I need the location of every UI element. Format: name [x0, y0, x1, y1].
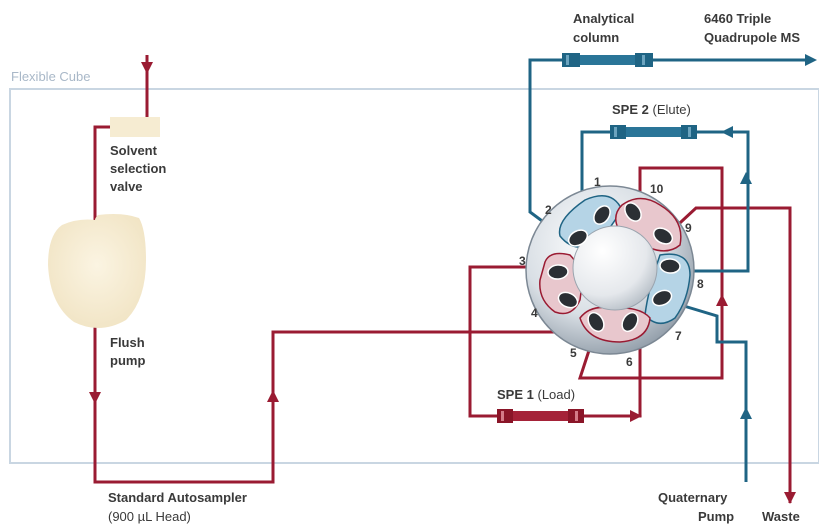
flush-pump-label-2: pump: [110, 353, 145, 368]
port-label-7: 7: [675, 329, 682, 343]
flush-pump[interactable]: [48, 214, 146, 329]
ms-label-1: 6460 Triple: [704, 11, 771, 26]
autosampler-detail: (900 µL Head): [108, 509, 191, 524]
spe2-label: SPE 2 (Elute): [612, 102, 691, 117]
valve-label-2: selection: [110, 161, 166, 176]
waste-label: Waste: [762, 509, 800, 524]
port-label-9: 9: [685, 221, 692, 235]
autosampler-label: Standard Autosampler: [108, 490, 247, 505]
column-label-2: column: [573, 30, 619, 45]
spe1-cartridge[interactable]: [497, 409, 584, 423]
port-label-1: 1: [594, 175, 601, 189]
port-holes: [547, 202, 681, 333]
port-label-3: 3: [519, 254, 526, 268]
port-label-4: 4: [531, 306, 538, 320]
port-label-6: 6: [626, 355, 633, 369]
ms-label-2: Quadrupole MS: [704, 30, 800, 45]
ten-port-valve[interactable]: [525, 185, 695, 355]
spe2-cartridge[interactable]: [610, 125, 697, 139]
flexible-cube-frame: [9, 88, 819, 464]
port-label-2: 2: [545, 203, 552, 217]
port-label-10: 10: [650, 182, 664, 196]
analytical-column[interactable]: [562, 53, 653, 67]
port-label-8: 8: [697, 277, 704, 291]
valve-label-3: valve: [110, 179, 143, 194]
column-label-1: Analytical: [573, 11, 634, 26]
port-label-5: 5: [570, 346, 577, 360]
flush-pump-label-1: Flush: [110, 335, 145, 350]
spe1-label: SPE 1 (Load): [497, 387, 575, 402]
quaternary-pump-label-2: Pump: [698, 509, 734, 524]
solvent-selection-valve[interactable]: [110, 117, 160, 137]
quaternary-pump-label-1: Quaternary: [658, 490, 728, 505]
blue-arrows: [721, 54, 817, 419]
red-arrows: [89, 62, 796, 504]
flexible-cube-label: Flexible Cube: [11, 69, 91, 84]
valve-label-1: Solvent: [110, 143, 158, 158]
